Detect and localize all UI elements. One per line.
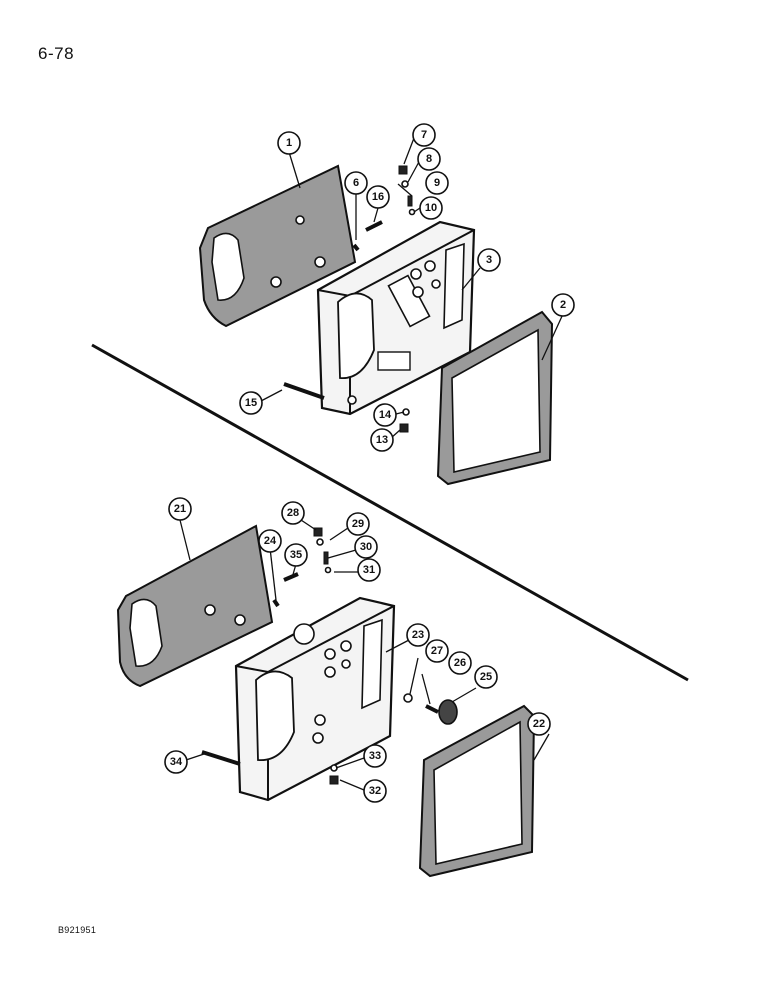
callout-13: 13	[370, 428, 394, 452]
callout-label-1: 1	[286, 137, 292, 149]
callout-label-35: 35	[290, 549, 302, 561]
callout-label-28: 28	[287, 507, 299, 519]
callout-22: 22	[527, 712, 551, 736]
callout-label-15: 15	[245, 397, 257, 409]
callout-label-8: 8	[426, 153, 432, 165]
callout-label-32: 32	[369, 785, 381, 797]
callout-label-30: 30	[360, 541, 372, 553]
callout-label-22: 22	[533, 718, 545, 730]
callout-30: 30	[354, 535, 378, 559]
callout-35: 35	[284, 543, 308, 567]
callout-10: 10	[419, 196, 443, 220]
callout-26: 26	[448, 651, 472, 675]
gasket-part-1	[198, 164, 357, 328]
callout-2: 2	[551, 293, 575, 317]
page-number: 6-78	[38, 44, 75, 63]
section-divider-line	[91, 343, 689, 682]
callout-33: 33	[363, 744, 387, 768]
callout-9: 9	[425, 171, 449, 195]
callout-label-14: 14	[379, 409, 392, 421]
callout-label-2: 2	[560, 299, 566, 311]
small-parts-upper	[283, 165, 416, 433]
callout-label-29: 29	[352, 518, 364, 530]
callout-label-26: 26	[454, 657, 466, 669]
callout-label-31: 31	[363, 564, 375, 576]
callout-label-21: 21	[174, 503, 186, 515]
callout-27: 27	[425, 639, 449, 663]
callout-label-25: 25	[480, 671, 492, 683]
callout-6: 6	[344, 171, 368, 195]
gasket-part-2	[436, 310, 554, 486]
callout-label-16: 16	[372, 191, 384, 203]
callout-label-24: 24	[264, 535, 277, 547]
small-parts-lower	[201, 527, 458, 785]
figure-reference: B921951	[58, 925, 97, 935]
callout-label-6: 6	[353, 177, 359, 189]
callout-label-27: 27	[431, 645, 443, 657]
valve-body-part-3	[316, 220, 476, 416]
callout-15: 15	[239, 391, 263, 415]
callout-label-33: 33	[369, 750, 381, 762]
callout-8: 8	[417, 147, 441, 171]
callout-1: 1	[277, 131, 301, 155]
callout-31: 31	[357, 558, 381, 582]
callout-23: 23	[406, 623, 430, 647]
callout-21: 21	[168, 497, 192, 521]
callout-label-13: 13	[376, 434, 388, 446]
callout-14: 14	[373, 403, 397, 427]
callout-32: 32	[363, 779, 387, 803]
callout-label-3: 3	[486, 254, 492, 266]
callout-24: 24	[258, 529, 282, 553]
callout-16: 16	[366, 185, 390, 209]
callout-28: 28	[281, 501, 305, 525]
callout-label-9: 9	[434, 177, 440, 189]
callout-3: 3	[477, 248, 501, 272]
callout-label-10: 10	[425, 202, 437, 214]
callout-label-7: 7	[421, 129, 427, 141]
callout-34: 34	[164, 750, 188, 774]
callout-label-23: 23	[412, 629, 424, 641]
callout-7: 7	[412, 123, 436, 147]
valve-body-part-23	[234, 596, 396, 802]
gasket-part-22	[418, 704, 536, 878]
gasket-part-21	[116, 524, 274, 688]
callout-29: 29	[346, 512, 370, 536]
callout-label-34: 34	[170, 756, 183, 768]
callout-25: 25	[474, 665, 498, 689]
